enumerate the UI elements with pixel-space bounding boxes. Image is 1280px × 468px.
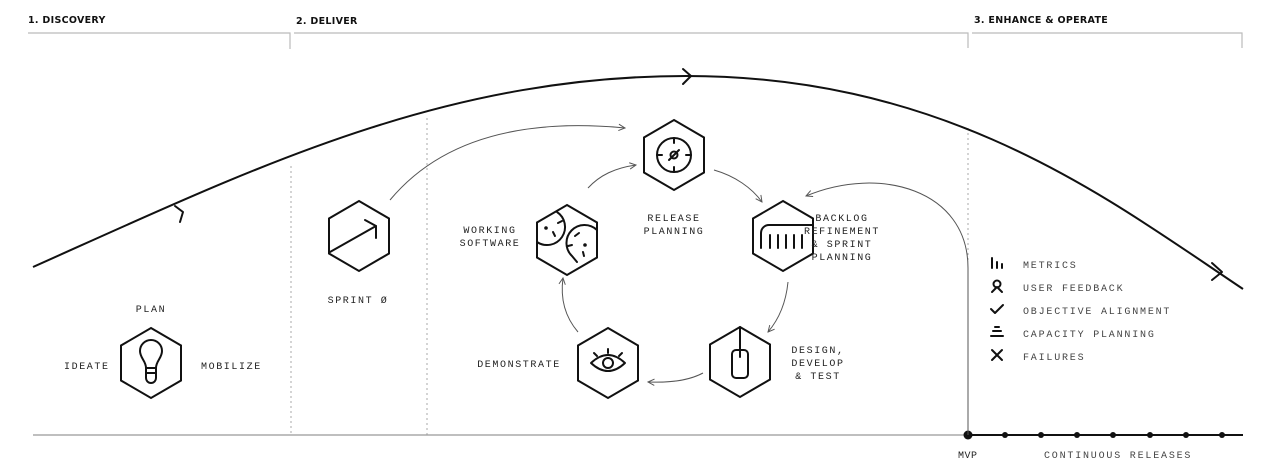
curve-arrow-1: [174, 205, 184, 223]
feedback-arrow: [806, 182, 969, 435]
demonstrate-label: DEMONSTRATE: [477, 360, 561, 371]
backlog-board-icon: [760, 224, 814, 249]
backlog-label-3: & SPRINT: [812, 240, 873, 251]
curve-arrow-3: [1211, 262, 1223, 281]
arrow-sprint-to-release: [389, 126, 625, 201]
legend-metrics: METRICS: [1023, 261, 1078, 272]
demonstrate-hexagon: [577, 326, 639, 400]
release-planning-label-2: PLANNING: [644, 227, 705, 238]
plan-label: PLAN: [136, 305, 166, 316]
phase-discovery-heading: 1. DISCOVERY: [28, 15, 106, 26]
stack-icon: [990, 326, 1004, 337]
legend-user-feedback: USER FEEDBACK: [1023, 284, 1124, 295]
mobilize-label: MOBILIZE: [201, 362, 262, 373]
gear-center: [544, 226, 548, 230]
design-hexagon: [709, 325, 771, 399]
arrow-working-to-release: [587, 165, 636, 189]
release-planning-label-1: RELEASE: [647, 214, 700, 225]
mvp-label: MVP: [958, 451, 978, 462]
phase-brackets: [28, 32, 1243, 49]
gear-center: [583, 243, 587, 247]
backlog-label-4: PLANNING: [812, 253, 873, 264]
lightbulb-icon: [139, 339, 163, 384]
compass-icon: [656, 137, 692, 173]
working-software-label-1: WORKING: [463, 226, 516, 237]
plan-hexagon: [120, 326, 182, 400]
gears-icon: [536, 211, 598, 263]
sprint-zero-label: SPRINT Ø: [328, 295, 389, 307]
release-dots: [963, 430, 1225, 440]
working-software-label-2: SOFTWARE: [460, 239, 521, 250]
release-dot: [1002, 432, 1008, 438]
x-icon: [991, 349, 1003, 361]
legend-failures: FAILURES: [1023, 353, 1085, 364]
arrow-release-to-backlog: [713, 169, 762, 202]
check-icon: [990, 304, 1004, 314]
eye-icon: [590, 348, 626, 372]
release-planning-hexagon: [643, 118, 705, 192]
release-dot: [1074, 432, 1080, 438]
release-dot: [1110, 432, 1116, 438]
user-icon: [991, 279, 1003, 293]
arrow-backlog-to-design: [768, 281, 789, 332]
phase-deliver-heading: 2. DELIVER: [296, 16, 358, 27]
curve-arrow-2: [682, 68, 692, 85]
phase-enhance-heading: 3. ENHANCE & OPERATE: [974, 15, 1108, 26]
sprint-zero-hexagon: [328, 199, 390, 273]
lifecycle-curve: [32, 74, 1244, 290]
legend: METRICS USER FEEDBACK OBJECTIVE ALIGNMEN…: [990, 257, 1171, 364]
backlog-hexagon: [752, 199, 814, 273]
release-dot: [1147, 432, 1153, 438]
arrow-demonstrate-to-working: [562, 278, 579, 333]
legend-objective-alignment: OBJECTIVE ALIGNMENT: [1023, 307, 1171, 318]
release-dot: [1219, 432, 1225, 438]
arrow-up-right-icon: [329, 219, 377, 253]
ideate-label: IDEATE: [64, 362, 110, 373]
release-dot: [1183, 432, 1189, 438]
working-software-hexagon: [536, 203, 598, 277]
continuous-releases-label: CONTINUOUS RELEASES: [1044, 451, 1192, 462]
legend-capacity-planning: CAPACITY PLANNING: [1023, 330, 1156, 341]
release-dot: [1038, 432, 1044, 438]
arrow-design-to-demonstrate: [648, 372, 704, 382]
backlog-label-2: REFINEMENT: [804, 227, 880, 238]
design-label-3: & TEST: [795, 372, 841, 383]
mouse-icon: [731, 326, 749, 379]
design-label-2: DEVELOP: [791, 359, 844, 370]
bar-chart-icon: [991, 257, 1003, 269]
backlog-label-1: BACKLOG: [815, 214, 868, 225]
design-label-1: DESIGN,: [791, 346, 844, 357]
